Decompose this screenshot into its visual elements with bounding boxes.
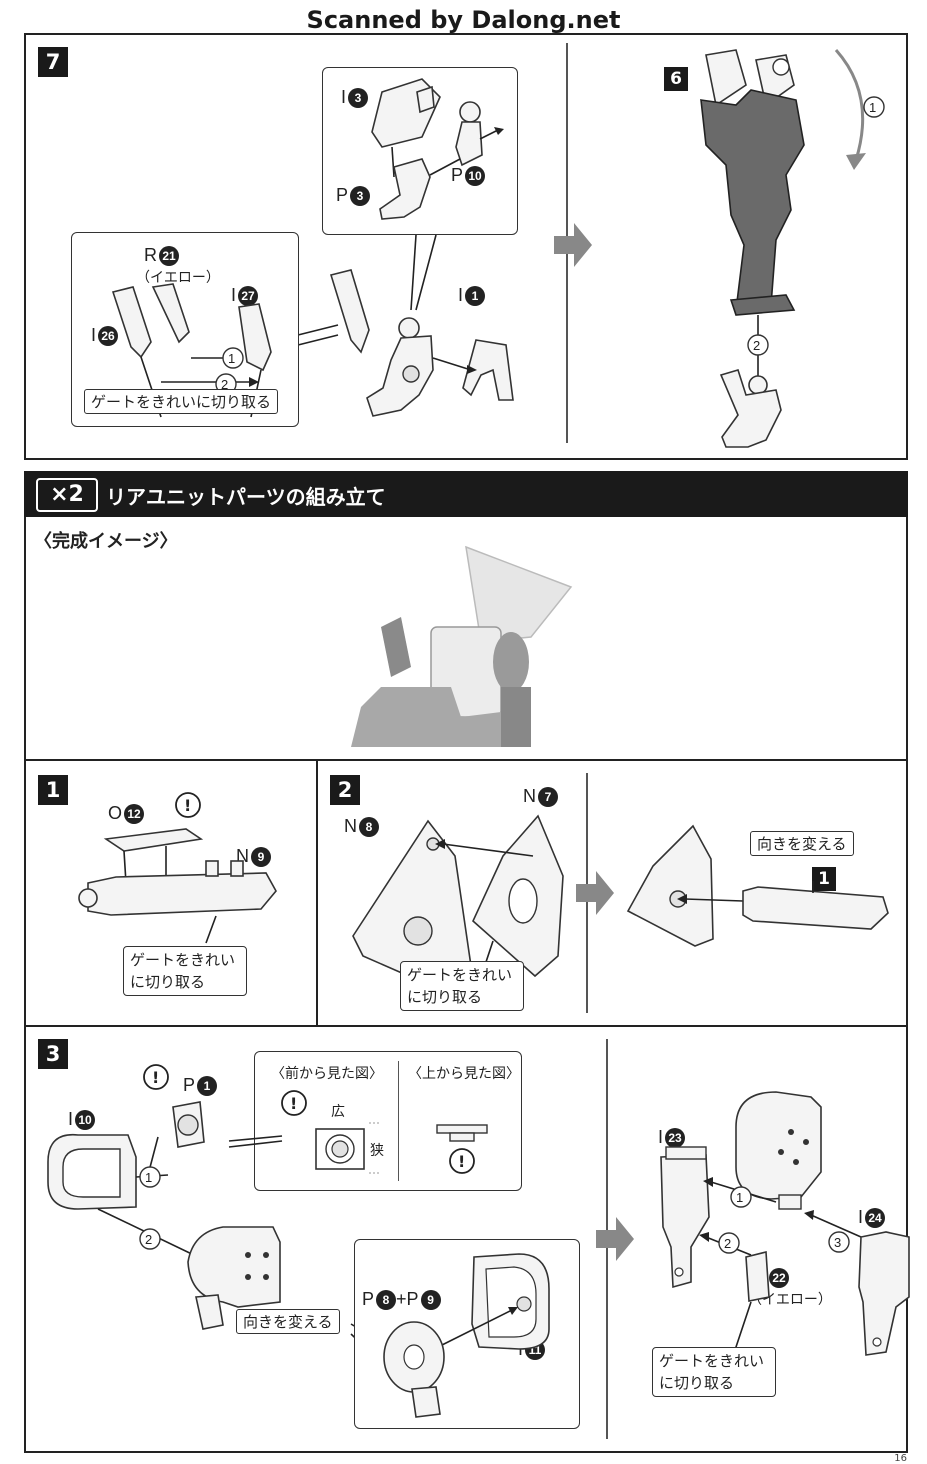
svg-text:!: ! [152, 1068, 159, 1087]
step2-ref-step: 1 [812, 867, 836, 891]
step3-view-box [254, 1051, 522, 1191]
step3-view-drawing: ! ! [228, 1090, 488, 1174]
svg-text:1: 1 [869, 100, 876, 115]
svg-text:1: 1 [145, 1170, 152, 1185]
section-header: ×2 リアユニットパーツの組み立て [24, 471, 908, 517]
step2-next-arrow-icon [576, 871, 614, 915]
step3-number: 3 [38, 1039, 68, 1069]
step7-inset-drawing [371, 78, 504, 220]
step7-main-drawing [329, 269, 514, 417]
section-title: リアユニットパーツの組み立て [106, 485, 386, 509]
step3-right-drawing: 1 2 3 [660, 1091, 910, 1363]
page-number: 16 [894, 1453, 907, 1464]
preview-panel: 〈完成イメージ〉 [24, 517, 908, 761]
front-view-label: 〈前から見た図〉 [271, 1066, 383, 1082]
wide-label: 広 [331, 1104, 345, 1120]
step3-orient-note: 向きを変える [236, 1309, 340, 1334]
label-r21-color: （イエロー） [136, 270, 220, 286]
step2-gate-note: ゲートをきれいに切り取る [400, 961, 524, 1011]
step1-gate-note: ゲートをきれいに切り取る [123, 946, 247, 996]
svg-text:!: ! [290, 1094, 297, 1113]
svg-text:2: 2 [221, 377, 228, 392]
step7-ref-step: 6 [664, 67, 688, 91]
step2-orient-note: 向きを変える [750, 831, 854, 856]
step2-drawing [352, 814, 564, 992]
step3-view-divider [398, 1061, 399, 1181]
step3-next-arrow-icon [596, 1217, 634, 1261]
step1-number: 1 [38, 775, 68, 805]
step7-callout-lines [297, 234, 437, 346]
preview-image [351, 545, 573, 747]
svg-text:1: 1 [228, 351, 235, 366]
step1-drawing: ! [78, 792, 277, 944]
step7-gate-note: ゲートをきれいに切り取る [84, 389, 279, 414]
step7-number: 7 [38, 47, 68, 77]
section-multiplier: ×2 [36, 478, 98, 512]
svg-text:1: 1 [736, 1190, 743, 1205]
step7-left-drawing: 1 2 [111, 283, 272, 418]
step3-left-drawing: ! 1 2 [47, 1064, 281, 1330]
step7-right-drawing: 2 1 [700, 49, 885, 448]
step3-gate-note: ゲートをきれいに切り取る [652, 1347, 776, 1397]
step3-sub-drawing [383, 1253, 550, 1418]
step2-right-drawing [626, 824, 889, 947]
svg-text:3: 3 [834, 1235, 841, 1250]
svg-text:2: 2 [145, 1232, 152, 1247]
top-view-label: 〈上から見た図〉 [408, 1066, 520, 1082]
svg-text:!: ! [458, 1152, 465, 1171]
svg-text:!: ! [184, 796, 191, 815]
svg-text:2: 2 [753, 338, 760, 353]
step2-number: 2 [330, 775, 360, 805]
step7-next-arrow-icon [554, 223, 592, 267]
scan-watermark: Scanned by Dalong.net [306, 6, 621, 34]
preview-label: 〈完成イメージ〉 [34, 531, 178, 551]
narrow-label: 狭 [370, 1143, 384, 1159]
svg-text:2: 2 [724, 1236, 731, 1251]
